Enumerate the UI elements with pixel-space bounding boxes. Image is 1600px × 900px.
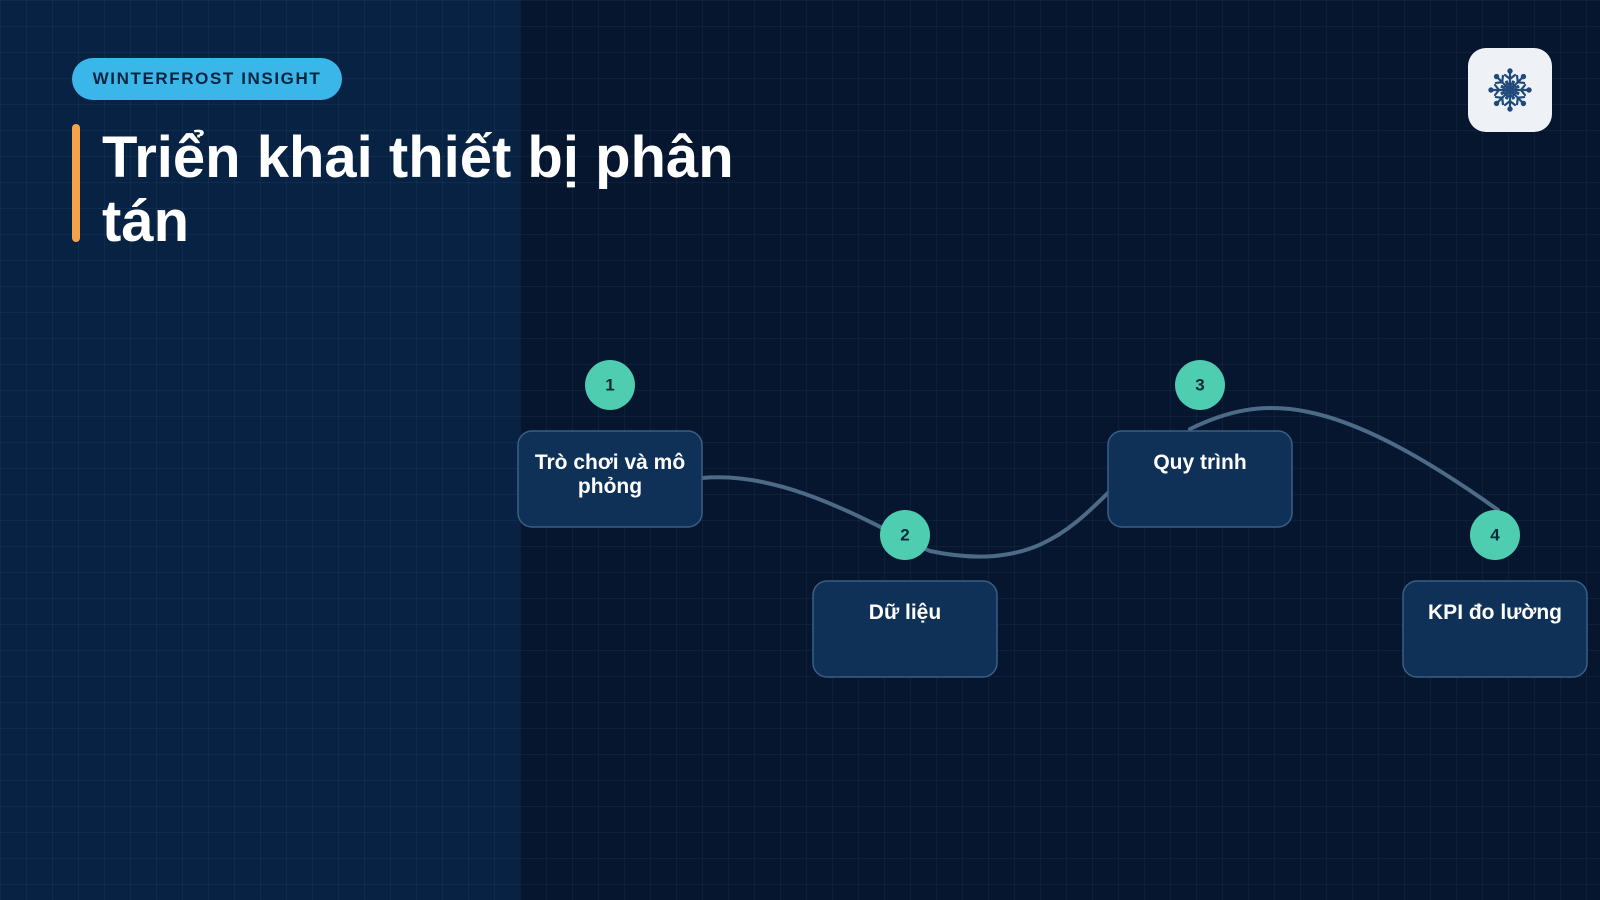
step-number-circle — [1470, 510, 1520, 560]
step-number-circle — [1175, 360, 1225, 410]
step-number: 1 — [605, 376, 614, 395]
step-number-circle — [880, 510, 930, 560]
step-card-label: phỏng — [578, 475, 642, 498]
process-step-3: Quy trình 3 — [1107, 360, 1293, 528]
page-title: Triển khai thiết bị phân tán — [102, 125, 734, 254]
step-number: 2 — [900, 526, 909, 545]
step-card — [1107, 430, 1293, 528]
step-card-label: Trò chơi và mô — [535, 451, 685, 474]
process-step-4: KPI đo lường 4 — [1402, 510, 1588, 678]
logo-tile — [1468, 48, 1552, 132]
step-card-label: Quy trình — [1153, 451, 1246, 474]
step-card — [812, 580, 998, 678]
step-card-label: Dữ liệu — [869, 601, 941, 624]
step-number: 4 — [1490, 526, 1500, 545]
step-card — [517, 430, 703, 528]
left-panel-background — [0, 0, 520, 900]
snowflake-icon — [1488, 68, 1532, 112]
step-number: 3 — [1195, 376, 1204, 395]
title-accent-bar — [72, 124, 80, 242]
step-number-circle — [585, 360, 635, 410]
process-connector — [700, 475, 1112, 559]
step-card — [1402, 580, 1588, 678]
brand-badge: WINTERFROST INSIGHT — [72, 58, 342, 100]
process-connector-2 — [1188, 406, 1500, 512]
step-card-label: KPI đo lường — [1428, 601, 1562, 624]
process-step-2: Dữ liệu 2 — [812, 510, 998, 678]
